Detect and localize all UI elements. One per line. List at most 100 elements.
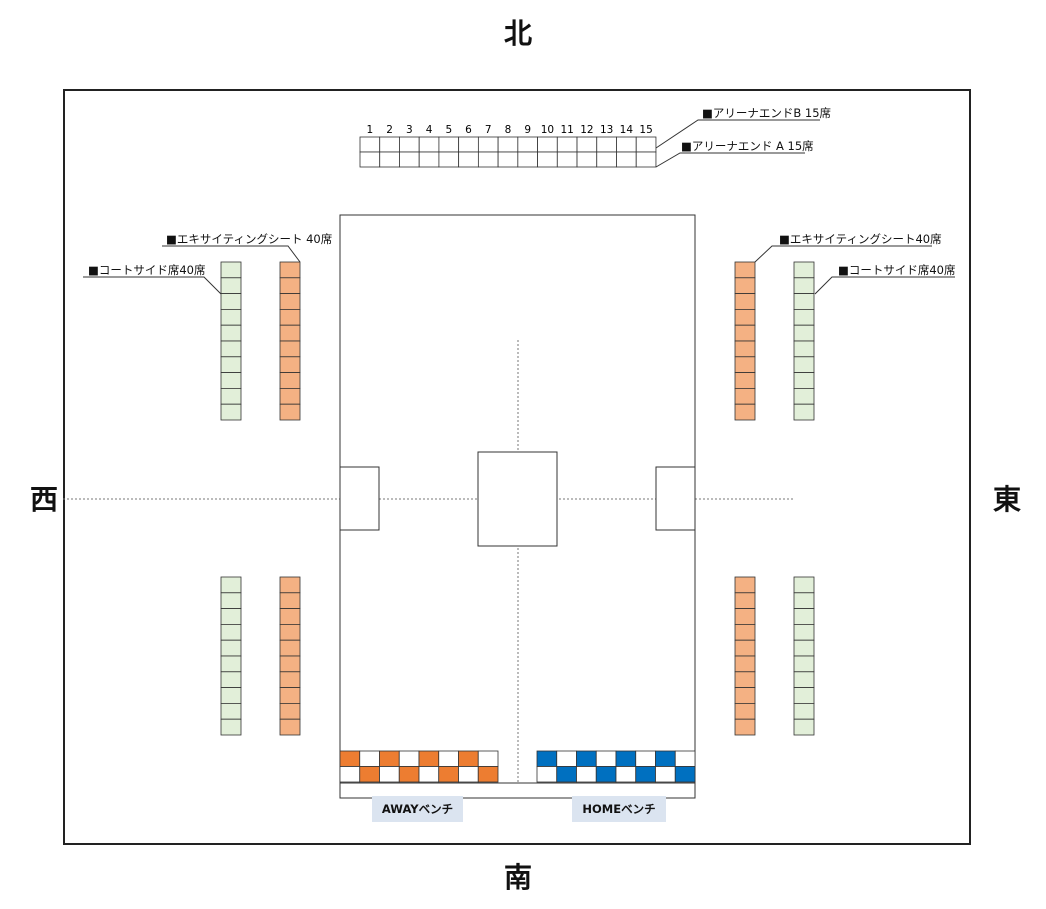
east-exciting-seat (734, 403, 756, 421)
east-courtside-seat (793, 261, 815, 279)
seat-layer (220, 136, 815, 783)
home-bench-seat (674, 766, 696, 783)
west-exciting-seat (279, 624, 301, 641)
east-courtside-seat (793, 293, 815, 310)
west-exciting-seat (279, 718, 301, 736)
east-exciting-seat (734, 261, 756, 279)
east-courtside-seat (793, 608, 815, 625)
away-bench-seat (438, 750, 459, 767)
arena-end-a-seat (477, 151, 499, 168)
arena-end-b-seat (537, 136, 558, 153)
home-bench-seat (595, 766, 617, 783)
east-exciting-seat (734, 293, 756, 310)
east-courtside-seat (793, 308, 815, 326)
arena-end-b-seat (458, 136, 479, 153)
home-bench-seat (635, 750, 656, 767)
east-exciting-seat (734, 624, 756, 641)
east-courtside-seat (793, 403, 815, 421)
seat-number: 8 (505, 124, 512, 136)
seat-number: 6 (465, 124, 472, 136)
west-courtside-seat (220, 277, 242, 294)
east-exciting-seat (734, 576, 756, 594)
east-courtside-seat (793, 387, 815, 405)
away-bench-label: AWAYベンチ (372, 796, 463, 822)
west-courtside-seat (220, 703, 242, 720)
leader-arena-a (655, 152, 805, 168)
west-exciting-seat (279, 324, 301, 342)
east-exciting-seat (734, 639, 756, 657)
away-bench-seat (418, 750, 440, 767)
west-courtside-seat (220, 608, 242, 625)
arena-end-b-seat (596, 136, 617, 153)
east-courtside-seat (793, 592, 815, 609)
west-courtside-seat (220, 592, 242, 609)
home-bench-seat (655, 766, 676, 783)
away-bench-seat (418, 766, 440, 783)
east-courtside-seat (793, 639, 815, 657)
arena-end-a-seat (418, 151, 440, 168)
west-exciting-seat (279, 387, 301, 405)
east-exciting-seat (734, 671, 756, 688)
away-bench-seat (359, 750, 380, 767)
home-bench-seat (615, 750, 637, 767)
west-exciting-seat (279, 703, 301, 720)
away-bench-seat (458, 766, 479, 783)
east-exciting-seat (734, 655, 756, 673)
arena-end-a-seat (537, 151, 558, 168)
seat-number: 7 (485, 124, 492, 136)
west-courtside-seat (220, 340, 242, 358)
away-bench-seat (379, 750, 400, 767)
home-bench-seat (556, 766, 577, 783)
home-bench-seat (536, 766, 558, 783)
arena-end-b-seat (399, 136, 420, 153)
east-courtside-seat (793, 624, 815, 641)
arena-end-a-seat (517, 151, 538, 168)
west-exciting-seat (279, 608, 301, 625)
west-exciting-seat (279, 340, 301, 358)
west-courtside-seat (220, 387, 242, 405)
east-courtside-seat (793, 340, 815, 358)
compass-south: 南 (504, 861, 533, 894)
west-exciting-seat (279, 671, 301, 688)
leader-west-exciting (162, 245, 301, 263)
west-exciting-seat (279, 403, 301, 421)
west-courtside-seat (220, 576, 242, 594)
seat-number: 13 (600, 124, 613, 136)
arena-end-b-seat (635, 136, 657, 153)
east-exciting-seat (734, 340, 756, 358)
home-bench-seat (615, 766, 637, 783)
east-courtside-seat (793, 324, 815, 342)
arena-end-a-seat (556, 151, 578, 168)
east-exciting-seat (734, 608, 756, 625)
arena-end-a-seat (399, 151, 420, 168)
away-bench-seat (438, 766, 459, 783)
leader-arena-b (655, 119, 820, 149)
west-courtside-seat (220, 687, 242, 704)
home-bench-seat (576, 766, 597, 783)
seat-number: 14 (620, 124, 634, 136)
east-exciting-seat (734, 718, 756, 736)
east-courtside-seat (793, 687, 815, 704)
west-exciting-seat (279, 308, 301, 326)
arena-frame (63, 89, 971, 845)
seat-number: 9 (524, 124, 531, 136)
seat-number: 4 (426, 124, 433, 136)
west-courtside-seat (220, 308, 242, 326)
west-courtside-seat (220, 356, 242, 373)
east-courtside-seat (793, 576, 815, 594)
arena-end-a-seat (438, 151, 460, 168)
home-bench-seat (576, 750, 597, 767)
east-courtside-seat (793, 356, 815, 373)
east-exciting-seat (734, 356, 756, 373)
arena-end-b-seat (477, 136, 499, 153)
east-exciting-seat (734, 592, 756, 609)
arena-end-a-seat (596, 151, 617, 168)
home-bench-seat (655, 750, 676, 767)
away-bench-seat (398, 750, 420, 767)
home-bench-seat (674, 750, 696, 767)
leader-west-courtside (83, 276, 222, 295)
west-exciting-seat (279, 356, 301, 373)
home-bench-seat (635, 766, 656, 783)
arena-end-b-seat (556, 136, 578, 153)
